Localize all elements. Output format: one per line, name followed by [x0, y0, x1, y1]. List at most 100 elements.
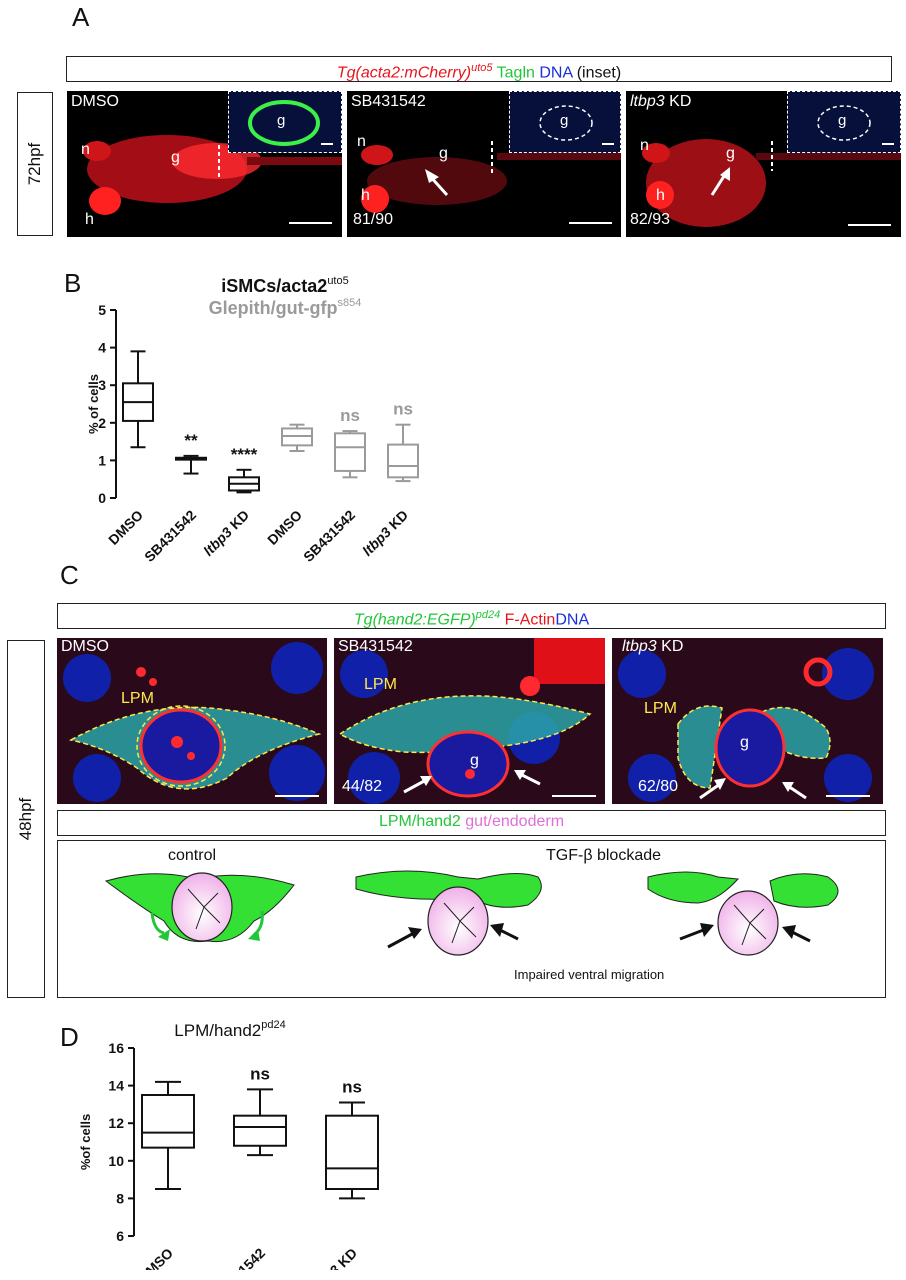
significance-label: **	[184, 431, 198, 450]
embryo-count: 62/80	[638, 778, 679, 795]
condition-label: DMSO	[71, 93, 119, 110]
box-iqr	[141, 1094, 195, 1149]
y-tick-label: 14	[108, 1078, 124, 1094]
y-tick-label: 12	[108, 1115, 124, 1131]
notochord-label: n	[81, 141, 90, 158]
stage-label-72hpf: 72hpf	[17, 92, 53, 236]
condition-label: SB431542	[351, 93, 426, 110]
heart-label: h	[85, 211, 94, 228]
y-tick-label: 5	[98, 302, 106, 318]
micrograph-c-sb431542: SB431542 LPM g 44/82	[334, 638, 605, 804]
category-label: ltbp3 KD	[308, 1245, 360, 1270]
migration-schematic: control TGF-β blockade Impaired ventral …	[57, 840, 886, 998]
confocal-image	[338, 638, 605, 804]
tg-hand2-sup: pd24	[475, 609, 501, 621]
category-label: DMSO	[135, 1245, 176, 1270]
y-tick-label: 10	[108, 1153, 124, 1169]
embryo-count: 81/90	[353, 211, 394, 228]
y-tick-label: 4	[98, 340, 106, 356]
lpm-label: LPM	[644, 700, 677, 717]
embryo-count: 82/93	[630, 211, 671, 228]
inset-sb431542: g	[509, 91, 621, 153]
chart-title: LPM/hand2pd24	[174, 1020, 285, 1040]
panel-a-banner: Tg(acta2:mCherry)uto5 Tagln DNA (inset)	[66, 56, 892, 82]
tg-acta2-label: Tg(acta2:mCherry)	[336, 64, 472, 82]
lpm-label: LPM	[121, 690, 154, 707]
embryo-fluorescence	[361, 141, 621, 224]
inset-ltbp3-kd: g	[787, 91, 901, 153]
y-tick-label: 8	[116, 1190, 124, 1206]
category-label: DMSO	[264, 507, 305, 548]
micrograph-a-ltbp3-kd: ltbp3 KD n g h 82/93 g	[626, 91, 901, 237]
y-tick-label: 16	[108, 1040, 124, 1056]
box-iqr	[233, 1114, 287, 1147]
significance-label: ns	[250, 1064, 270, 1083]
micrograph-a-sb431542: SB431542 n g h 81/90 g	[347, 91, 621, 237]
category-label: SB431542	[141, 507, 199, 565]
inset-dmso: g	[228, 91, 342, 153]
chart-subtitle: Glepith/gut-gfps854	[209, 297, 362, 318]
inset-label: (inset)	[576, 64, 622, 82]
panel-c-banner: Tg(hand2:EGFP)pd24 F-ActinDNA	[57, 603, 886, 629]
category-label: ltbp3 KD	[359, 507, 411, 559]
embryo-fluorescence	[642, 139, 901, 227]
inset-gut-label: g	[838, 112, 847, 129]
panel-label-c: C	[60, 560, 79, 590]
tagln-label: Tagln	[496, 64, 535, 82]
tg-acta2-sup: uto5	[471, 62, 493, 74]
panel-label-a: A	[72, 2, 90, 32]
y-axis-label: % of cells	[86, 374, 101, 434]
gut-label: g	[740, 734, 749, 751]
tg-hand2-label: Tg(hand2:EGFP)	[353, 611, 476, 629]
significance-label: ns	[340, 406, 360, 425]
significance-label: ****	[231, 445, 258, 464]
control-label: control	[168, 847, 217, 864]
micrograph-a-dmso: DMSO n g h g	[67, 91, 342, 237]
box-iqr	[325, 1114, 379, 1190]
gut-label: g	[439, 145, 448, 162]
category-label: SB431542	[210, 1245, 268, 1270]
box-iqr	[387, 443, 419, 479]
micrograph-c-ltbp3-kd: ltbp3 KD LPM g 62/80	[612, 638, 883, 804]
schematic-legend: LPM/hand2 gut/endoderm	[57, 810, 886, 836]
gut-label: g	[726, 145, 735, 162]
y-tick-label: 3	[98, 377, 106, 393]
significance-label: ns	[393, 400, 413, 419]
embryo-count: 44/82	[342, 778, 383, 795]
gut-label: g	[171, 149, 180, 166]
notochord-label: n	[640, 137, 649, 154]
panel-label-d: D	[60, 1022, 79, 1052]
inset-gut-label: g	[277, 112, 286, 129]
gut-label: g	[470, 752, 479, 769]
chart-title: iSMCs/acta2uto5	[221, 275, 348, 296]
condition-label: DMSO	[61, 638, 109, 655]
notochord-label: n	[357, 133, 366, 150]
lpm-label: LPM	[364, 676, 397, 693]
schematic-drawing	[104, 870, 839, 956]
condition-label: ltbp3 KD	[630, 93, 692, 110]
y-tick-label: 1	[98, 452, 106, 468]
gut-legend: gut/endoderm	[465, 813, 565, 830]
micrograph-c-dmso: DMSO LPM	[57, 638, 327, 804]
confocal-image	[63, 642, 325, 802]
y-tick-label: 2	[98, 415, 106, 431]
category-label: SB431542	[300, 507, 358, 565]
category-label: DMSO	[105, 507, 146, 548]
dna-label: DNA	[555, 611, 590, 629]
dna-label: DNA	[539, 64, 573, 82]
heart-label: h	[656, 187, 665, 204]
confocal-image	[618, 648, 874, 802]
box-iqr	[334, 432, 366, 472]
lpm-legend: LPM/hand2	[378, 813, 461, 830]
significance-label: ns	[342, 1078, 362, 1097]
condition-label: ltbp3 KD	[622, 638, 684, 655]
stage-label-48hpf: 48hpf	[7, 640, 45, 998]
y-axis-label: %of cells	[78, 1114, 93, 1170]
panel-label-b: B	[64, 268, 82, 298]
y-tick-label: 0	[98, 490, 106, 506]
factin-label: F-Actin	[504, 611, 556, 629]
impaired-migration-label: Impaired ventral migration	[514, 967, 665, 982]
